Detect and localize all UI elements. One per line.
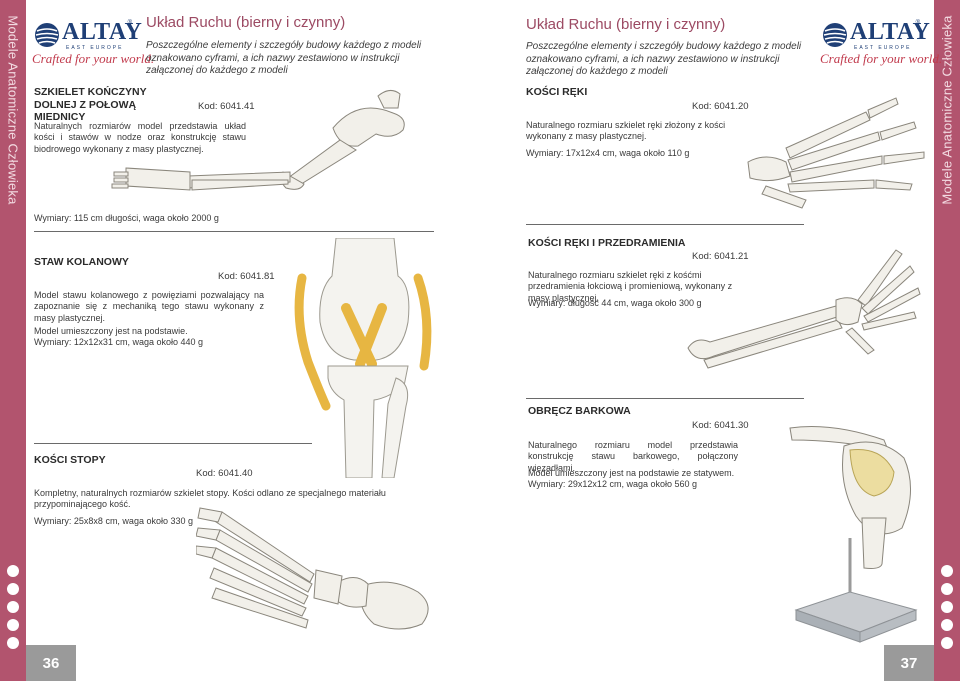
section-title-stopa: KOŚCI STOPY xyxy=(34,454,106,466)
section-divider xyxy=(526,224,804,225)
forearm-hand-image xyxy=(686,236,930,372)
dimensions-szkielet: Wymiary: 115 cm długości, waga około 200… xyxy=(34,213,219,223)
product-code-reka: Kod: 6041.20 xyxy=(692,101,749,112)
knee-joint-image xyxy=(290,238,440,478)
shoulder-girdle-image xyxy=(786,420,930,650)
page-title-right: Układ Ruchu (bierny i czynny) xyxy=(526,16,726,33)
section-title-obrecz: OBRĘCZ BARKOWA xyxy=(528,405,631,417)
altay-logo-right: ALTAY ® EAST EUROPE Crafted for your wor… xyxy=(820,19,943,66)
product-code-staw: Kod: 6041.81 xyxy=(218,271,275,282)
logo-sub: EAST EUROPE xyxy=(66,45,124,51)
page-number-left: 36 xyxy=(26,645,76,681)
section-divider xyxy=(526,398,804,399)
section-divider xyxy=(34,443,312,444)
section-title-staw: STAW KOLANOWY xyxy=(34,256,129,268)
section-divider xyxy=(34,231,434,232)
page-number-right: 37 xyxy=(884,645,934,681)
description-przedramie: Naturalnego rozmiaru szkielet ręki z koś… xyxy=(528,270,733,303)
decorative-dots-right xyxy=(940,565,954,655)
decorative-dots-left xyxy=(6,565,20,655)
description-stopa: Kompletny, naturalnych rozmiarów szkiele… xyxy=(34,488,386,510)
dimensions-obrecz: Wymiary: 29x12x12 cm, waga około 560 g xyxy=(528,479,698,489)
page-description-right: Poszczególne elementy i szczegóły budowy… xyxy=(526,41,802,77)
left-side-strip: Modele Anatomiczne Człowieka xyxy=(0,0,26,681)
logo-sub: EAST EUROPE xyxy=(854,45,912,51)
note-staw: Model umieszczony jest na podstawie. xyxy=(34,326,188,336)
logo-brand: ALTAY xyxy=(850,19,931,45)
description-reka: Naturalnego rozmiaru szkielet ręki złożo… xyxy=(526,120,726,142)
product-code-szkielet: Kod: 6041.41 xyxy=(198,101,255,112)
globe-icon xyxy=(823,23,847,47)
product-code-stopa: Kod: 6041.40 xyxy=(196,468,253,479)
section-title-szkielet: SZKIELET KOŃCZYNY DOLNEJ Z POŁOWĄ MIEDNI… xyxy=(34,86,147,124)
altay-logo-left: ALTAY ® EAST EUROPE Crafted for your wor… xyxy=(32,19,155,66)
product-code-obrecz: Kod: 6041.30 xyxy=(692,420,749,431)
globe-icon xyxy=(35,23,59,47)
page-description-left: Poszczególne elementy i szczegóły budowy… xyxy=(146,40,422,76)
dimensions-reka: Wymiary: 17x12x4 cm, waga około 110 g xyxy=(526,148,690,158)
description-staw: Model stawu kolanowego z powięziami pozw… xyxy=(34,290,264,323)
foot-bones-image xyxy=(196,500,442,652)
note-obrecz: Model umieszczony jest na podstawie ze s… xyxy=(528,468,735,478)
logo-brand: ALTAY xyxy=(62,19,143,45)
side-label-right: Modele Anatomiczne Człowieka xyxy=(939,15,955,205)
logo-tagline: Crafted for your world. xyxy=(820,51,943,66)
leg-skeleton-image xyxy=(108,68,438,218)
hand-skeleton-image xyxy=(746,92,928,210)
page-title-left: Układ Ruchu (bierny i czynny) xyxy=(146,14,346,31)
description-obrecz: Naturalnego rozmiaru model przedstawia k… xyxy=(528,440,738,473)
section-title-reka: KOŚCI RĘKI xyxy=(526,86,588,98)
side-label-left: Modele Anatomiczne Człowieka xyxy=(5,15,21,205)
description-szkielet: Naturalnych rozmiarów model przedstawia … xyxy=(34,121,246,154)
right-side-strip: Modele Anatomiczne Człowieka xyxy=(934,0,960,681)
dimensions-przedramie: Wymiary: długość 44 cm, waga około 300 g xyxy=(528,298,702,308)
section-title-przedramie: KOŚCI RĘKI I PRZEDRAMIENIA xyxy=(528,237,686,249)
dimensions-staw: Wymiary: 12x12x31 cm, waga około 440 g xyxy=(34,337,204,347)
dimensions-stopa: Wymiary: 25x8x8 cm, waga około 330 g xyxy=(34,516,193,526)
logo-tagline: Crafted for your world. xyxy=(32,51,155,66)
product-code-przedramie: Kod: 6041.21 xyxy=(692,251,749,262)
